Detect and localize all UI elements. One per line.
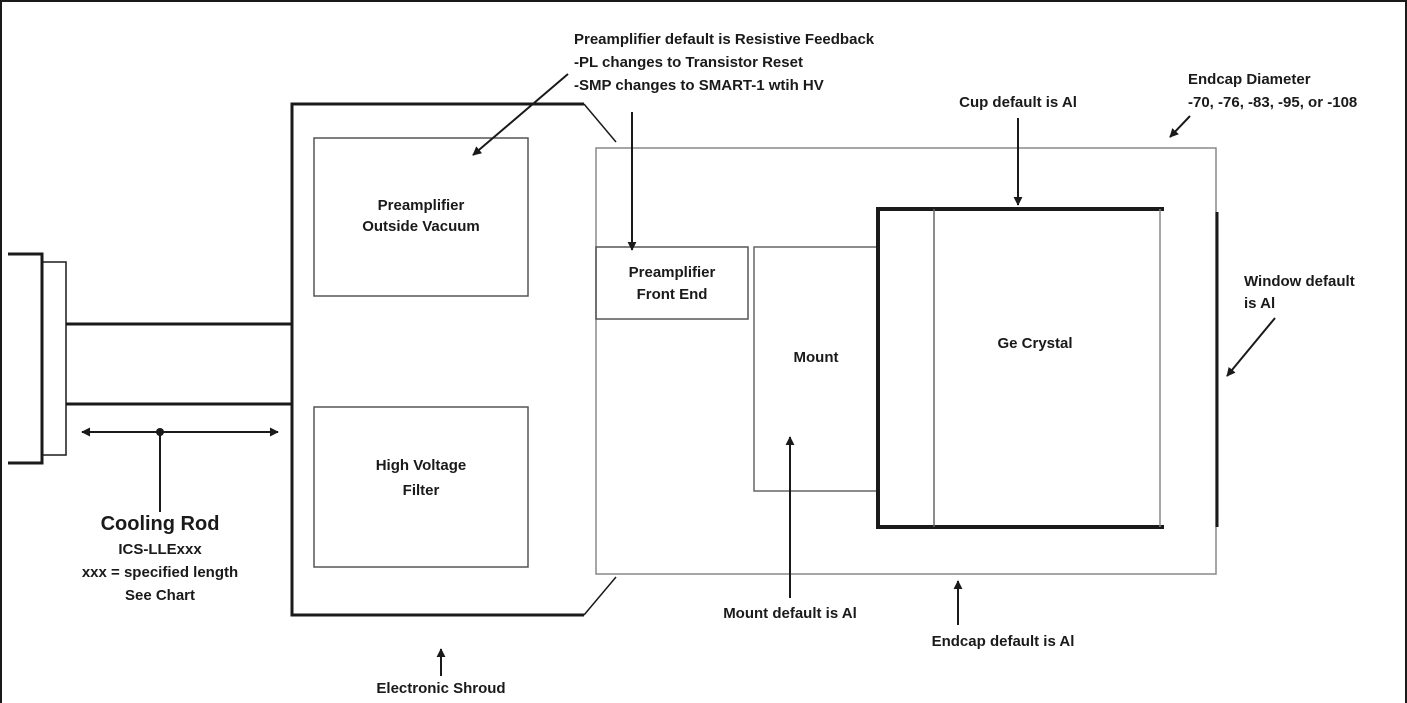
preamp-front-label-2: Front End — [637, 286, 708, 303]
preamp-front-box — [595, 246, 749, 320]
preamp-outside-label-2: Outside Vacuum — [362, 218, 480, 235]
endcap-diameter-line-1: Endcap Diameter — [1188, 71, 1311, 88]
cooling-rod-drawing — [8, 252, 292, 465]
preamp-front-label-1: Preamplifier — [629, 264, 716, 281]
electronic-shroud-drawing — [290, 102, 617, 617]
window-default-arrow — [1226, 317, 1276, 377]
cooling-rod-title: Cooling Rod — [101, 513, 220, 535]
preamp-note-line-3: -SMP changes to SMART-1 wtih HV — [574, 77, 824, 94]
endcap-default-label: Endcap default is Al — [932, 633, 1075, 650]
endcap-box — [595, 147, 1217, 575]
window-default-line-2: is Al — [1244, 295, 1275, 312]
preamp-note-arrow — [472, 73, 569, 156]
mount-default-label: Mount default is Al — [723, 605, 857, 622]
window-default-line-1: Window default — [1244, 273, 1355, 290]
endcap-diameter-arrow — [1169, 115, 1191, 138]
electronic-shroud-label: Electronic Shroud — [376, 680, 505, 697]
ge-crystal-label: Ge Crystal — [997, 335, 1072, 352]
hv-filter-label-1: High Voltage — [376, 457, 467, 474]
preamp-note-line-1: Preamplifier default is Resistive Feedba… — [574, 31, 875, 48]
cooling-rod-line-1: ICS-LLExxx — [118, 541, 202, 558]
preamp-outside-label-1: Preamplifier — [378, 197, 465, 214]
hv-filter-box — [313, 406, 529, 568]
cooling-rod-line-2: xxx = specified length — [82, 564, 238, 581]
cup-default-label: Cup default is Al — [959, 94, 1077, 111]
cooling-rod-line-3: See Chart — [125, 587, 195, 604]
preamp-outside-box — [313, 137, 529, 297]
mount-label: Mount — [794, 349, 839, 366]
endcap-diameter-line-2: -70, -76, -83, -95, or -108 — [1188, 94, 1357, 111]
preamp-note-line-2: -PL changes to Transistor Reset — [574, 54, 803, 71]
hv-filter-label-2: Filter — [403, 482, 440, 499]
cup-drawing — [876, 207, 1164, 529]
mount-box — [753, 246, 878, 492]
